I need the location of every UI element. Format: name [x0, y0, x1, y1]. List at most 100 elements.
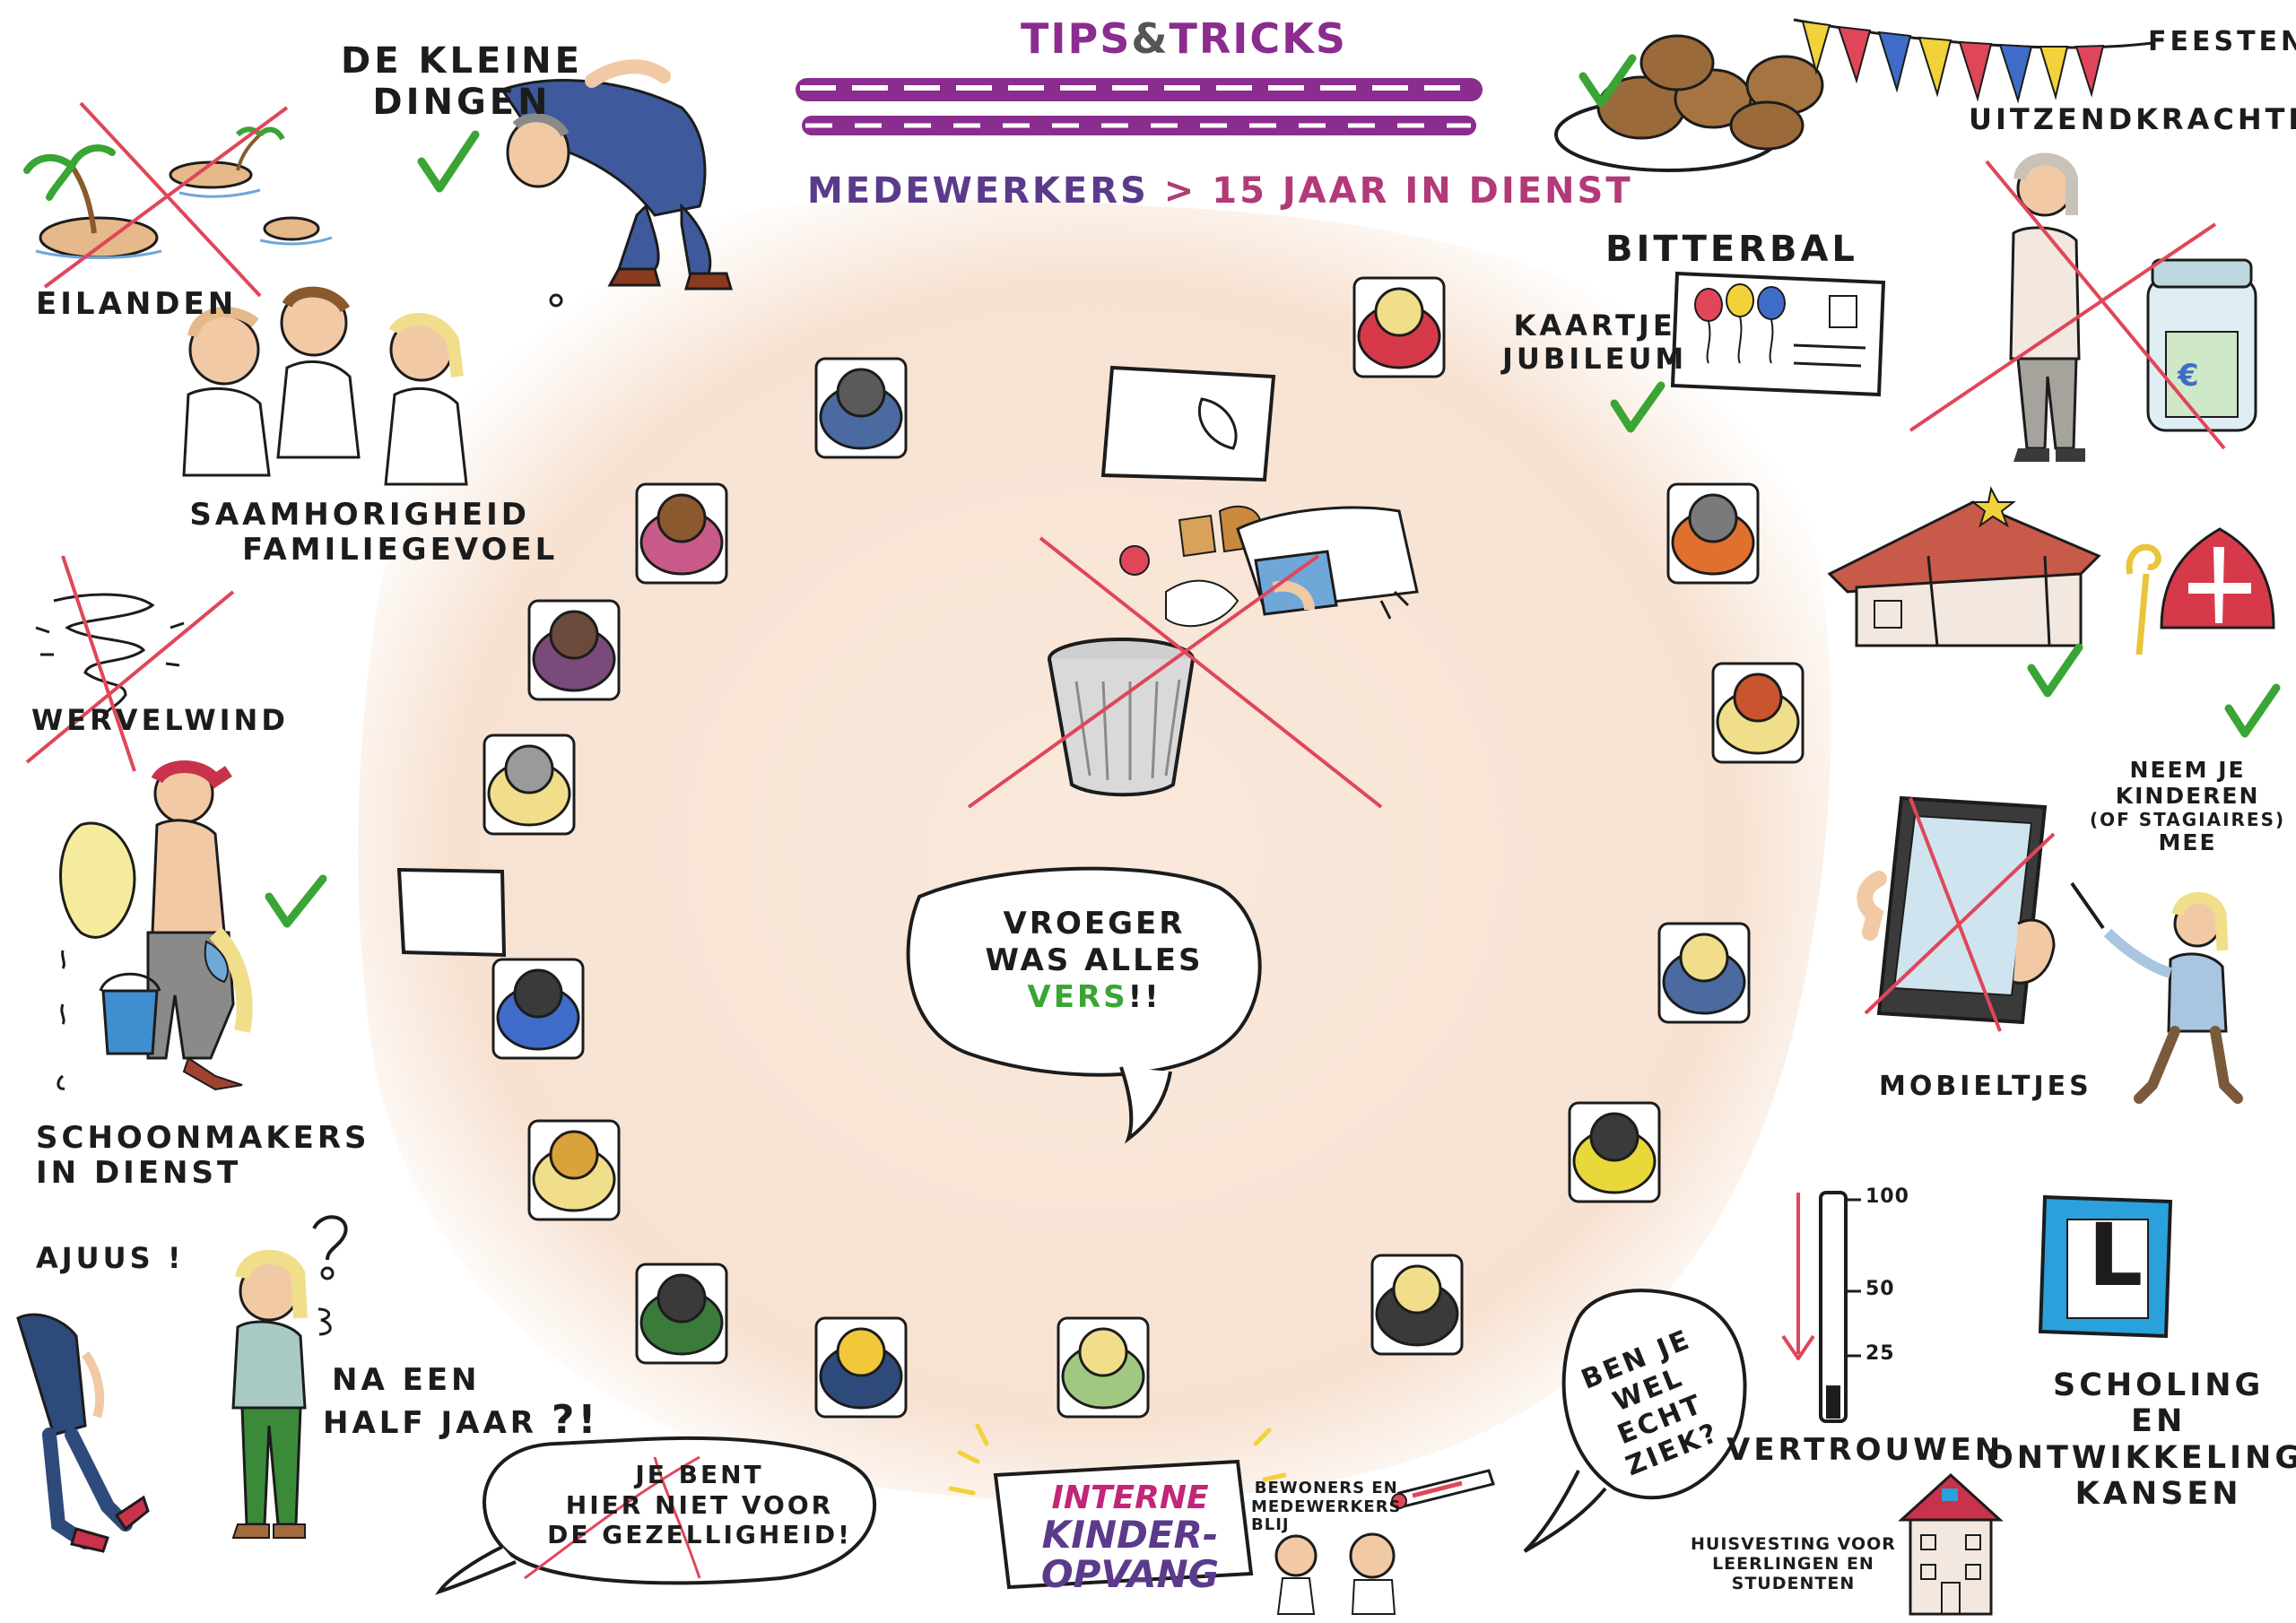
label-eilanden: EILANDEN: [36, 286, 238, 322]
empty-desk-top: [1100, 365, 1276, 482]
label-half-jaar-line2: HALF JAAR ?!: [323, 1397, 600, 1444]
vroeger-vers: VERS: [1027, 978, 1128, 1015]
seated-person-4: [483, 733, 576, 836]
huisvesting-line3: STUDENTEN: [1731, 1573, 1856, 1593]
person-head: [549, 610, 599, 660]
cross-center: [967, 536, 1383, 809]
man-leaving-drawing: [16, 1313, 150, 1553]
money-jar-drawing: [2146, 258, 2257, 432]
check-mark-bitterbal: [1578, 54, 1637, 108]
label-half-jaar-mark: ?!: [551, 1397, 600, 1444]
seated-person-3: [527, 599, 621, 701]
kaartje-line1: KAARTJE: [1513, 308, 1676, 343]
bubble-vroeger: [906, 866, 1262, 1144]
header-tricks: TRICKS: [1169, 14, 1347, 63]
label-saamhorigheid-line2: FAMILIEGEVOEL: [242, 532, 559, 568]
label-uitzendkrachten: UITZENDKRACHTEN: [1969, 102, 2296, 136]
seated-person-9: [1057, 1316, 1150, 1419]
man-bending-drawing: [500, 59, 734, 308]
jar-euro-sign: €: [2178, 358, 2199, 394]
kinder-line3: OPVANG: [1040, 1551, 1220, 1596]
label-scholing: SCHOLING EN ONTWIKKELINGS KANSEN: [1987, 1367, 2296, 1512]
sinterklaas-mitre-drawing: [2126, 527, 2275, 655]
seated-person-10: [1370, 1254, 1464, 1356]
check-mark-stable: [2027, 643, 2083, 698]
label-bewoners: BEWONERS EN MEDEWERKERS BLIJ: [1251, 1479, 1402, 1535]
vroeger-line3: VERS!!: [933, 979, 1256, 1016]
label-schoonmakers-line1: SCHOONMAKERS: [36, 1120, 370, 1156]
seated-person-1: [814, 357, 908, 459]
label-half-jaar-line1: NA EEN: [332, 1362, 481, 1398]
subtitle-medewerkers: MEDEWERKERS: [807, 170, 1149, 212]
person-head: [549, 1130, 599, 1180]
subtitle-years: 15 JAAR IN DIENST: [1212, 170, 1633, 212]
bewoners-line3: BLIJ: [1251, 1515, 1290, 1535]
person-head: [836, 368, 886, 418]
header-subtitle: MEDEWERKERS > 15 JAAR IN DIENST: [807, 170, 1631, 212]
label-feesten: FEESTEN: [2148, 26, 2296, 57]
huisvesting-line2: LEERLINGEN EN: [1712, 1553, 1874, 1574]
label-half-jaar: NA EEN HALF JAAR ?!: [323, 1362, 600, 1444]
person-head: [513, 968, 563, 1019]
label-kleine-dingen: DE KLEINE DINGEN: [341, 40, 583, 123]
kaartje-line2: JUBILEUM: [1502, 341, 1688, 376]
header-amp: &: [1131, 14, 1170, 63]
check-mark-sinterklaas: [2224, 683, 2281, 738]
scholing-line2: EN: [2131, 1403, 2187, 1440]
label-bitterbal: BITTERBAL: [1605, 229, 1858, 270]
phone-drawing: [1857, 795, 2056, 1025]
bewoners-line1: BEWONERS EN: [1254, 1479, 1398, 1497]
seated-person-2: [635, 482, 728, 585]
person-head: [657, 1273, 707, 1324]
fever-thermometer-drawing: [1391, 1469, 1495, 1509]
label-kleine-dingen-line2: DINGEN: [372, 82, 552, 123]
seated-person-15: [1352, 276, 1446, 378]
huisvesting-line1: HUISVESTING VOOR: [1691, 1534, 1896, 1554]
seated-person-11: [1568, 1101, 1661, 1203]
bubble-ziek: [1523, 1289, 1747, 1553]
thermo-tick-100: 100: [1866, 1185, 1909, 1208]
person-head: [1374, 287, 1424, 337]
neem-line1: NEEM JE: [2129, 757, 2246, 783]
check-mark-kleine-dingen: [417, 130, 480, 193]
l-sign-letter: L: [2088, 1205, 2144, 1306]
label-schoonmakers-line2: IN DIENST: [36, 1155, 242, 1192]
bubble-vroeger-text: VROEGER WAS ALLES VERS!!: [933, 906, 1256, 1015]
whirlwind-drawing: [25, 555, 235, 772]
seated-person-5: [491, 958, 585, 1060]
label-vertrouwen: VERTROUWEN: [1726, 1432, 2005, 1468]
header-tips-tricks: TIPS&TRICKS: [1004, 14, 1363, 63]
label-saamhorigheid-line1: SAAMHORIGHEID: [189, 497, 530, 533]
label-wervelwind: WERVELWIND: [31, 703, 289, 737]
person-head: [1679, 933, 1729, 983]
label-kaartje: KAARTJE JUBILEUM: [1502, 309, 1687, 376]
person-head: [836, 1327, 886, 1377]
bitterballen-plate: [1554, 34, 1824, 172]
islands-drawing: [23, 101, 333, 298]
student-house-drawing: [1898, 1472, 2004, 1616]
label-huisvesting: HUISVESTING VOOR LEERLINGEN EN STUDENTEN: [1691, 1534, 1896, 1594]
neem-line4: MEE: [2158, 829, 2217, 855]
scholing-line3: ONTWIKKELINGS: [1987, 1439, 2296, 1476]
subtitle-gt: >: [1163, 170, 1197, 212]
label-mobieltjes: MOBIELTJES: [1879, 1071, 2092, 1102]
thermometer-level: [1826, 1385, 1840, 1419]
bubble-gezelligheid-text: JE BENT HIER NIET VOOR DE GEZELLIGHEID!: [529, 1460, 870, 1550]
vroeger-line1: VROEGER: [1003, 906, 1186, 942]
label-schoonmakers: SCHOONMAKERS IN DIENST: [36, 1120, 370, 1192]
label-half-jaar-text: HALF JAAR: [323, 1405, 537, 1442]
label-neem-kinderen: NEEM JE KINDEREN (OF STAGIAIRES) MEE: [2090, 757, 2285, 855]
gezellig-line1: JE BENT: [635, 1460, 764, 1489]
laptop-worker-center-drawing: [1236, 506, 1419, 620]
empty-desk-left: [396, 867, 507, 958]
person-head: [504, 744, 554, 794]
gezellig-line3: DE GEZELLIGHEID!: [547, 1520, 852, 1550]
thermometer-drawing: [1781, 1191, 1861, 1423]
group-people-drawing: [182, 286, 468, 486]
person-head: [1733, 673, 1783, 723]
bunting-drawing: [1793, 18, 2153, 104]
seated-person-7: [635, 1263, 728, 1365]
thermo-tick-25: 25: [1866, 1342, 1895, 1365]
